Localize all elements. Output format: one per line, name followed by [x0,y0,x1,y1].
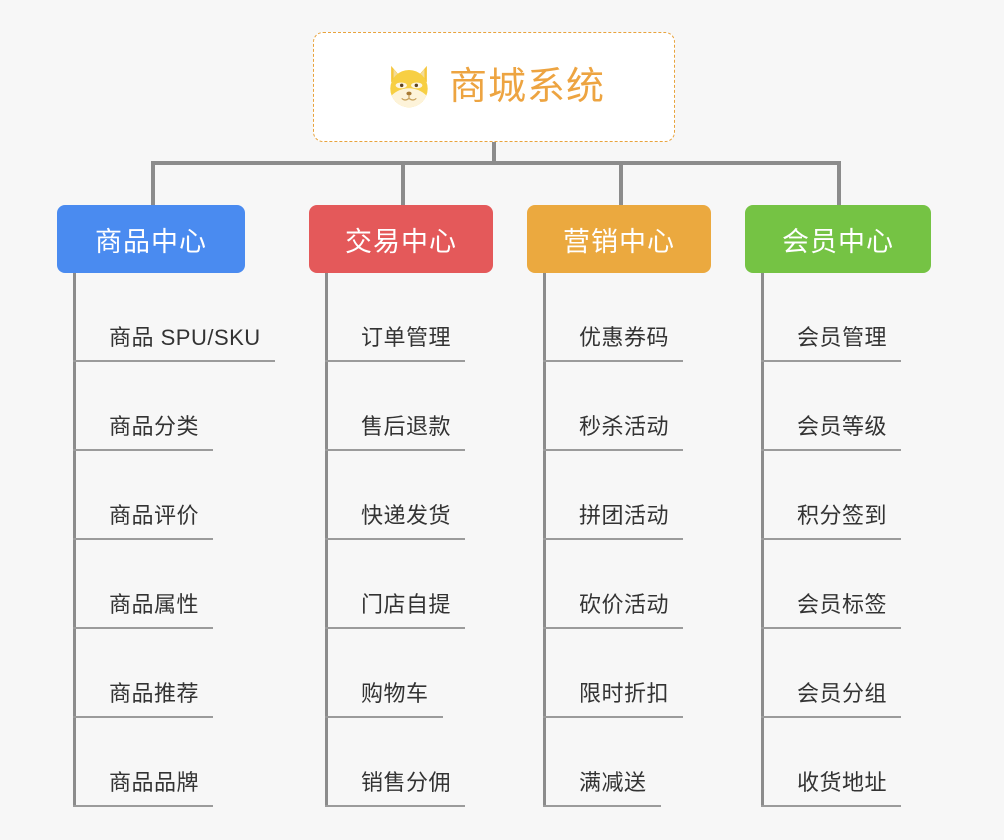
leaf-item-underline [325,449,465,451]
leaf-item-underline [73,805,213,807]
leaf-item-underline [73,627,213,629]
leaf-item[interactable]: 销售分佣 [325,718,465,807]
leaf-item-underline [761,805,901,807]
leaf-item-label: 订单管理 [361,325,452,350]
leaf-item-label: 满减送 [579,770,647,795]
leaf-item[interactable]: 限时折扣 [543,629,683,718]
leaf-item-label: 售后退款 [361,414,452,439]
shiba-dog-icon [390,65,428,109]
leaf-item-underline [761,716,901,718]
leaf-item-underline [543,538,683,540]
leaf-item[interactable]: 商品推荐 [73,629,213,718]
leaf-item-underline [325,805,465,807]
leaf-item-label: 会员标签 [797,592,888,617]
leaf-item[interactable]: 商品品牌 [73,718,213,807]
leaf-item[interactable]: 门店自提 [325,540,465,629]
leaf-item[interactable]: 会员分组 [761,629,901,718]
leaf-item-underline [543,627,683,629]
leaf-item[interactable]: 商品 SPU/SKU [73,273,275,362]
connector-root-stem [492,142,496,165]
leaf-item-underline [761,449,901,451]
leaf-item-label: 商品属性 [109,592,200,617]
leaf-item-underline [325,627,465,629]
leaf-item[interactable]: 拼团活动 [543,451,683,540]
root-title: 商城系统 [448,66,605,108]
leaf-spine-3 [761,273,764,807]
category-box-2[interactable]: 营销中心 [527,205,711,273]
leaf-item-underline [325,538,465,540]
connector-spine [151,161,839,165]
leaf-item-label: 销售分佣 [361,770,452,795]
leaf-item-label: 收货地址 [797,770,888,795]
leaf-item-underline [543,449,683,451]
leaf-item-label: 商品 SPU/SKU [109,325,261,350]
leaf-item-label: 积分签到 [797,503,888,528]
leaf-item-underline [325,716,443,718]
leaf-item-underline [761,538,901,540]
leaf-item-label: 优惠券码 [579,325,670,350]
leaf-item[interactable]: 优惠券码 [543,273,683,362]
leaf-spine-2 [543,273,546,807]
leaf-item-label: 会员等级 [797,414,888,439]
leaf-item[interactable]: 收货地址 [761,718,901,807]
connector-drop-0 [151,161,155,205]
leaf-spine-0 [73,273,76,807]
category-box-1[interactable]: 交易中心 [309,205,493,273]
leaf-item-underline [73,449,213,451]
leaf-item-underline [73,716,213,718]
connector-drop-2 [619,161,623,205]
leaf-item[interactable]: 会员等级 [761,362,901,451]
category-label-2: 营销中心 [563,226,675,257]
leaf-item-underline [543,360,683,362]
leaf-item-label: 会员管理 [797,325,888,350]
leaf-item-label: 商品评价 [109,503,200,528]
leaf-item[interactable]: 订单管理 [325,273,465,362]
leaf-item-label: 拼团活动 [579,503,670,528]
leaf-spine-1 [325,273,328,807]
leaf-item[interactable]: 会员标签 [761,540,901,629]
leaf-item[interactable]: 秒杀活动 [543,362,683,451]
leaf-item-label: 秒杀活动 [579,414,670,439]
leaf-item-underline [761,360,901,362]
leaf-item[interactable]: 购物车 [325,629,443,718]
leaf-item[interactable]: 商品评价 [73,451,213,540]
leaf-item-label: 商品品牌 [109,770,200,795]
leaf-item-underline [325,360,465,362]
leaf-item-underline [73,538,213,540]
leaf-item-underline [543,716,683,718]
category-box-3[interactable]: 会员中心 [745,205,931,273]
leaf-item-label: 门店自提 [361,592,452,617]
leaf-item[interactable]: 满减送 [543,718,661,807]
category-label-1: 交易中心 [345,226,457,257]
leaf-item[interactable]: 砍价活动 [543,540,683,629]
leaf-item-label: 购物车 [361,681,429,706]
leaf-item-underline [543,805,661,807]
category-label-3: 会员中心 [782,226,894,257]
category-box-0[interactable]: 商品中心 [57,205,245,273]
leaf-item-label: 快递发货 [361,503,452,528]
leaf-item-underline [73,360,275,362]
leaf-item[interactable]: 商品分类 [73,362,213,451]
leaf-item[interactable]: 快递发货 [325,451,465,540]
leaf-item-label: 限时折扣 [579,681,670,706]
leaf-item[interactable]: 售后退款 [325,362,465,451]
leaf-item-label: 商品推荐 [109,681,200,706]
category-label-0: 商品中心 [95,226,207,257]
leaf-item[interactable]: 会员管理 [761,273,901,362]
leaf-item-label: 会员分组 [797,681,888,706]
leaf-item[interactable]: 商品属性 [73,540,213,629]
connector-drop-1 [401,161,405,205]
leaf-item-underline [761,627,901,629]
leaf-item-label: 商品分类 [109,414,200,439]
root-node[interactable]: 商城系统 [313,32,675,142]
leaf-item-label: 砍价活动 [579,592,670,617]
leaf-item[interactable]: 积分签到 [761,451,901,540]
connector-drop-3 [837,161,841,205]
